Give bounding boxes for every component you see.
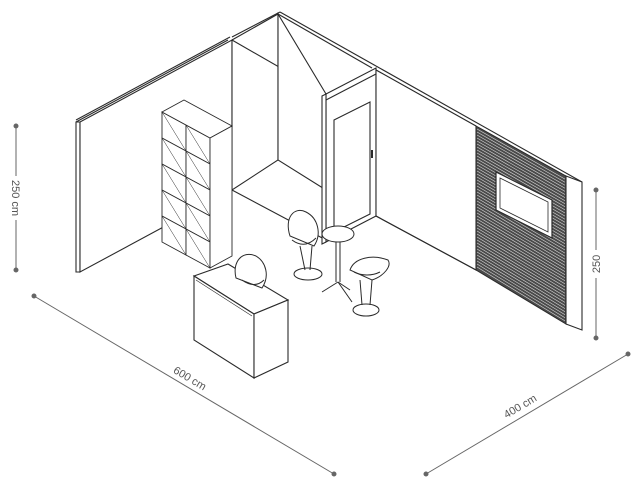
storage-door: [333, 101, 371, 233]
slat-line: [476, 230, 566, 285]
slat-line: [476, 221, 566, 275]
chair-1: [287, 210, 323, 281]
slat-line: [476, 263, 566, 319]
shelf-cube-edge: [185, 202, 211, 243]
shelf-cube-edge: [161, 111, 187, 152]
width-dimension: [31, 293, 337, 477]
slat-line: [476, 215, 566, 269]
slatwall-panel: [475, 125, 583, 331]
depth-dimension: [423, 351, 631, 477]
slat-line: [476, 140, 566, 192]
bistro-table: [321, 225, 355, 303]
slat-line: [476, 209, 566, 263]
slat-line: [476, 134, 566, 186]
chair-2: [349, 256, 390, 317]
shelf-cube: [209, 125, 233, 269]
slat-line: [476, 245, 566, 300]
slat-line: [476, 260, 566, 316]
slat-line: [476, 233, 566, 288]
shelf-cube-edge: [161, 163, 187, 204]
shelf-cube-edge: [185, 228, 211, 269]
storage-room: [321, 67, 377, 245]
shelf-cube-edge: [185, 124, 211, 165]
slat-line: [476, 212, 566, 266]
slat-line: [476, 197, 566, 251]
slat-line: [476, 257, 566, 312]
slat-line: [476, 200, 566, 254]
height-right-label: 250: [591, 255, 603, 273]
chair-behind-counter: [234, 254, 267, 289]
slat-line: [476, 239, 566, 294]
slat-line: [476, 236, 566, 291]
slat-line: [476, 248, 566, 303]
slat-line: [476, 149, 566, 201]
slat-line: [476, 155, 566, 208]
slat-line: [476, 128, 566, 180]
shelf-cube-edge: [161, 189, 187, 230]
slat-line: [476, 146, 566, 198]
shelf-cube-edge: [185, 150, 211, 191]
slat-line: [476, 227, 566, 282]
back-wall: [231, 11, 377, 241]
slat-line: [476, 203, 566, 257]
shelf-cube-edge: [161, 137, 187, 178]
slat-line: [476, 143, 566, 195]
slat-line: [476, 137, 566, 189]
slat-line: [476, 131, 566, 183]
slat-line: [476, 224, 566, 279]
cube-shelf: [161, 99, 233, 269]
slat-line: [476, 266, 566, 322]
reception-counter: [192, 263, 290, 379]
slat-line: [476, 152, 566, 205]
height-left-label: 250 cm: [9, 180, 21, 216]
shelf-cube-edge: [185, 176, 211, 217]
slat-line: [476, 206, 566, 260]
slat-line: [476, 242, 566, 297]
shelf-cube-edge: [161, 215, 187, 256]
slat-line: [476, 251, 566, 306]
slat-line: [476, 218, 566, 272]
slat-line: [476, 254, 566, 309]
